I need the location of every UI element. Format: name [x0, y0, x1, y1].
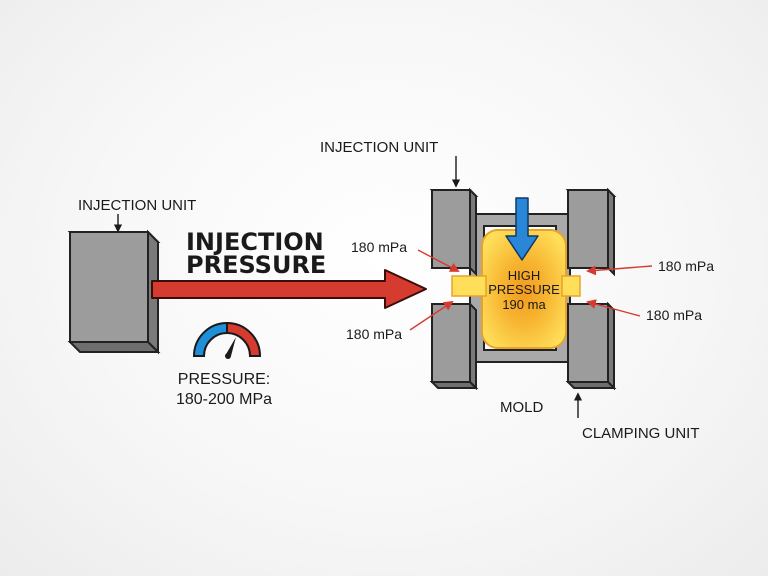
clamping-unit-label: CLAMPING UNIT [582, 425, 700, 442]
title-line-1: INJECTION [186, 228, 324, 256]
pressure-label-line-2: 180-200 MPa [176, 391, 272, 408]
mold-center-line-1: HIGH [508, 268, 541, 283]
pressure-callout-lower-left: 180 mPa [346, 326, 402, 342]
clamp-block-top-left [429, 187, 479, 277]
leader-arrow-lower-right [586, 299, 641, 317]
leader-arrow-lower-left [409, 300, 454, 331]
clamp-block-bottom-left [429, 301, 479, 391]
mold-center-line-3: 190 ma [502, 297, 546, 312]
mold-label: MOLD [500, 399, 544, 416]
injection-unit-top-label: INJECTION UNIT [320, 139, 438, 156]
leader-arrow-upper-left [417, 249, 460, 272]
pressure-label-line-1: PRESSURE: [178, 371, 270, 388]
injection-unit-box [67, 229, 161, 355]
mold-assembly [429, 187, 617, 391]
gate-channel-left [451, 275, 487, 297]
injection-unit-left-label: INJECTION UNIT [78, 197, 196, 214]
clamp-block-top-right [565, 187, 617, 277]
injection-arrow-icon [505, 197, 539, 261]
pressure-callout-upper-right: 180 mPa [658, 258, 714, 274]
injection-flow-arrow [151, 269, 427, 309]
clamp-block-bottom-right [565, 301, 617, 391]
mold-center-line-2: PRESSURE [488, 282, 560, 297]
gate-channel-right [561, 275, 581, 297]
leader-arrow-upper-right [586, 265, 653, 276]
pressure-callout-lower-right: 180 mPa [646, 307, 702, 323]
title-line-2: PRESSURE [186, 251, 326, 279]
pressure-callout-upper-left: 180 mPa [351, 239, 407, 255]
pressure-gauge-icon [192, 321, 262, 359]
